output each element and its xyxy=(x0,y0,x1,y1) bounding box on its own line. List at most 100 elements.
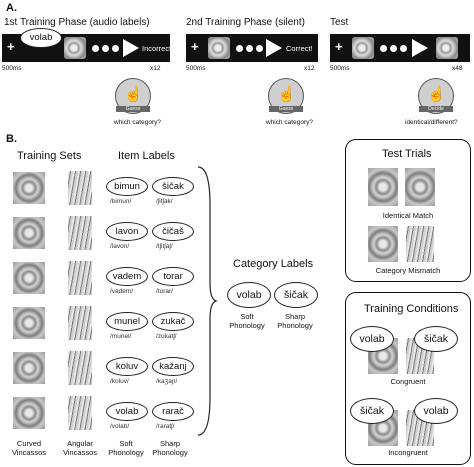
phase3-duration: 500ms xyxy=(330,65,350,72)
sharp-ipa: /raratʃ/ xyxy=(156,423,175,430)
phase2-duration: 500ms xyxy=(186,65,206,72)
bubble-word: volab xyxy=(359,333,385,345)
guess-hand-circle: ☝ Guess xyxy=(268,78,304,114)
stimulus-thumbnail xyxy=(436,37,458,59)
phase3-repeat: x48 xyxy=(452,65,463,72)
incongruent-right-bubble: volab xyxy=(414,398,458,424)
soft-label-word: bimun xyxy=(114,181,140,192)
sharp-label-word: kažanj xyxy=(159,361,187,372)
training-conditions-panel xyxy=(345,292,471,465)
sharp-ipa: /torar/ xyxy=(156,288,173,295)
curved-vincassos-caption: Curved Vincassos xyxy=(11,439,47,457)
soft-ipa: /munel/ xyxy=(110,333,132,340)
item-labels-title: Item Labels xyxy=(118,150,175,162)
dot xyxy=(92,45,99,52)
soft-label-bubble: munel xyxy=(106,312,148,331)
play-triangle xyxy=(123,39,139,57)
sharp-label-bubble: zukač xyxy=(152,312,194,331)
sharp-label-bubble: rarač xyxy=(152,402,194,421)
hand-icon: ☝ xyxy=(427,86,446,103)
fixation-cross: + xyxy=(335,39,343,54)
phase1-title: 1st Training Phase (audio labels) xyxy=(4,17,150,28)
phase3-question: identical/different? xyxy=(405,119,458,126)
sharp-ipa: /tʃitʃaʃ/ xyxy=(156,243,173,250)
category-soft-caption: Soft Phonology xyxy=(229,312,265,330)
section-a-label: A. xyxy=(6,2,17,14)
soft-label-word: munel xyxy=(114,316,140,327)
sharp-label-word: rarač xyxy=(162,406,184,417)
curved-vincasso-image xyxy=(13,397,45,429)
sharp-ipa: /zukatʃ/ xyxy=(156,333,177,340)
phase1-duration: 500ms xyxy=(2,65,22,72)
sharp-ipa: /kaʒaɲ/ xyxy=(156,378,178,385)
play-triangle xyxy=(266,39,282,57)
sharp-label-word: šičak xyxy=(162,181,184,192)
training-sets-title: Training Sets xyxy=(17,150,82,162)
soft-ipa: /koluv/ xyxy=(110,378,129,385)
bubble-word: šičak xyxy=(360,405,384,417)
fixation-cross: + xyxy=(7,39,15,54)
category-sharp-bubble: šičak xyxy=(274,282,318,308)
angular-vincasso-image xyxy=(68,261,92,295)
curved-vincasso-image xyxy=(13,352,45,384)
category-soft-bubble: volab xyxy=(227,282,271,308)
curved-vincasso-image xyxy=(405,168,435,206)
audio-label-word: volab xyxy=(29,32,53,43)
incongruent-left-bubble: šičak xyxy=(350,398,394,424)
phase1-repeat: x12 xyxy=(150,65,161,72)
category-labels-title: Category Labels xyxy=(233,258,314,270)
soft-label-bubble: vadem xyxy=(106,267,148,286)
stimulus-thumbnail xyxy=(208,37,230,59)
play-triangle xyxy=(412,39,428,57)
grouping-brace xyxy=(197,166,218,436)
congruent-left-bubble: volab xyxy=(350,326,394,352)
dot xyxy=(102,45,109,52)
sharp-label-bubble: torar xyxy=(152,267,194,286)
stimulus-thumbnail xyxy=(64,37,86,59)
sharp-label-bubble: čičaš xyxy=(152,222,194,241)
sharp-label-bubble: šičak xyxy=(152,177,194,196)
soft-label-bubble: lavon xyxy=(106,222,148,241)
angular-vincasso-image xyxy=(406,226,434,262)
dot xyxy=(390,45,397,52)
curved-vincasso-image xyxy=(13,217,45,249)
curved-vincasso-image xyxy=(13,307,45,339)
soft-label-bubble: volab xyxy=(106,402,148,421)
hand-icon: ☝ xyxy=(124,86,143,103)
dot xyxy=(380,45,387,52)
soft-ipa: /bimun/ xyxy=(110,198,132,205)
angular-vincasso-image xyxy=(68,351,92,385)
test-trials-title: Test Trials xyxy=(382,148,432,160)
feedback-correct: Correct! xyxy=(286,44,313,53)
soft-label-bubble: koluv xyxy=(106,357,148,376)
soft-label-word: volab xyxy=(115,406,139,417)
phase2-strip: + Correct! xyxy=(186,34,318,62)
dot xyxy=(112,45,119,52)
curved-vincasso-image xyxy=(13,262,45,294)
guess-hand-circle: ☝ Guess xyxy=(115,78,151,114)
sharp-label-word: zukač xyxy=(160,316,186,327)
identical-match-caption: Identical Match xyxy=(382,211,434,220)
decide-hand-circle: ☝ Decide xyxy=(418,78,454,114)
dot xyxy=(256,45,263,52)
soft-label-word: vadem xyxy=(112,271,142,282)
phase2-title: 2nd Training Phase (silent) xyxy=(186,17,305,28)
hand-label: Decide xyxy=(419,106,453,112)
angular-vincasso-image xyxy=(68,396,92,430)
phase3-strip: + xyxy=(330,34,470,62)
soft-label-word: koluv xyxy=(115,361,139,372)
soft-phonology-caption: Soft Phonology xyxy=(108,439,144,457)
angular-vincassos-caption: Angular Vincassos xyxy=(62,439,98,457)
section-b-label: B. xyxy=(6,133,17,145)
curved-vincasso-image xyxy=(368,226,398,262)
congruent-right-bubble: šičak xyxy=(414,326,458,352)
dot xyxy=(400,45,407,52)
phase1-question: which category? xyxy=(114,119,161,126)
angular-vincasso-image xyxy=(68,216,92,250)
hand-label: Guess xyxy=(269,106,303,112)
bubble-word: šičak xyxy=(424,333,448,345)
curved-vincasso-image xyxy=(13,172,45,204)
soft-ipa: /lavon/ xyxy=(110,243,130,250)
feedback-incorrect: Incorrect! xyxy=(142,44,174,53)
category-soft-word: volab xyxy=(236,289,262,301)
